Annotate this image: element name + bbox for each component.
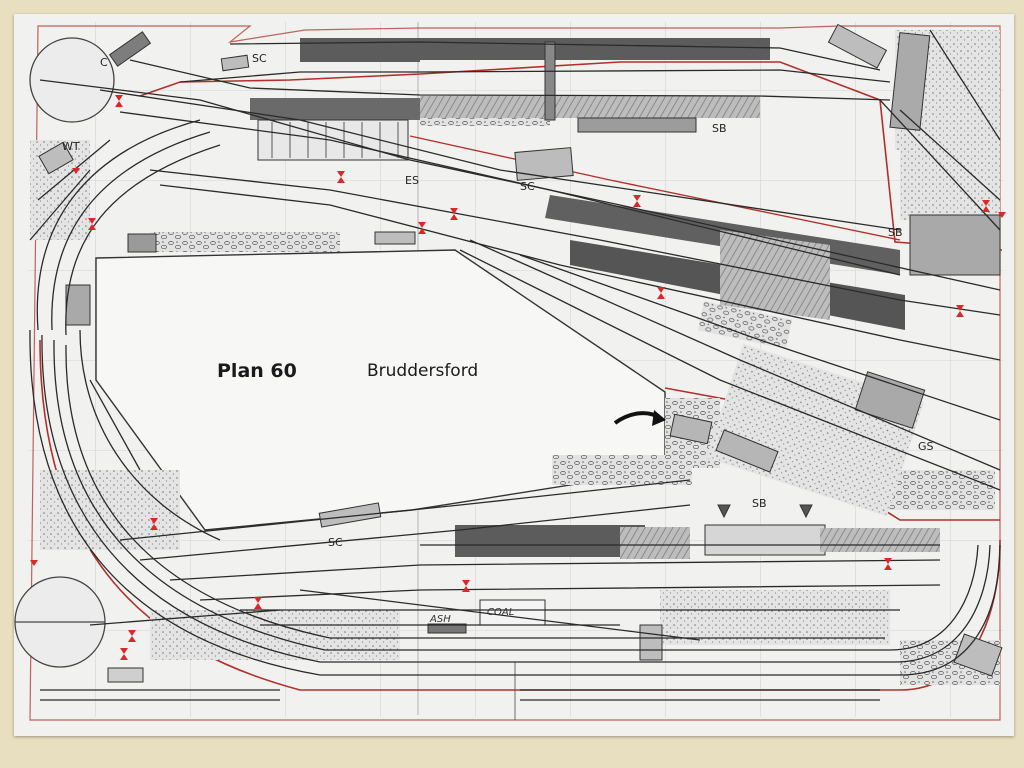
building	[715, 429, 779, 473]
ash-pit	[427, 623, 467, 634]
building	[669, 413, 713, 445]
building	[374, 231, 416, 245]
building	[889, 32, 931, 131]
building	[909, 214, 1001, 276]
stone-wall	[150, 232, 340, 252]
footbridge	[544, 41, 556, 121]
building	[318, 502, 382, 528]
track-layout	[29, 29, 1001, 701]
signals	[30, 95, 1006, 660]
label-sc-top: SC	[252, 52, 267, 65]
building	[108, 31, 152, 67]
building	[220, 54, 250, 72]
stone-wall	[697, 300, 793, 350]
upper-platform-outline	[409, 135, 901, 241]
label-sc-mid: SC	[520, 180, 535, 193]
turntable-top	[29, 37, 115, 123]
arrow-head-icon	[652, 410, 666, 426]
building	[639, 624, 663, 661]
label-es: ES	[405, 174, 419, 187]
station-area-outline	[139, 61, 1003, 251]
signal-box-bottom-steps	[717, 504, 813, 519]
label-sc-bottom: SC	[328, 536, 343, 549]
label-gs: GS	[918, 440, 934, 453]
plan-number: Plan 60	[217, 360, 297, 382]
building	[65, 284, 91, 326]
building	[827, 23, 888, 69]
central-lift-out-panel	[95, 249, 666, 531]
goods-shed	[854, 371, 926, 429]
station-platforms	[250, 38, 940, 559]
building	[127, 233, 157, 253]
plan-name: Bruddersford	[367, 361, 478, 381]
label-ash: ASH	[429, 614, 451, 625]
building	[953, 633, 1003, 677]
baseboard-outline	[29, 25, 1001, 721]
water-tower	[38, 141, 74, 175]
label-c: C	[100, 56, 108, 69]
label-wt: WT	[62, 140, 80, 153]
signal-box-top	[577, 117, 697, 133]
label-sb-top: SB	[712, 122, 727, 135]
label-sb-bottom: SB	[752, 497, 767, 510]
label-sb-right: SB	[888, 226, 903, 239]
engine-shed	[257, 119, 409, 161]
embankment	[660, 590, 890, 645]
label-coal: COAL	[487, 607, 514, 618]
coal-stage	[514, 147, 574, 181]
building	[107, 667, 144, 683]
